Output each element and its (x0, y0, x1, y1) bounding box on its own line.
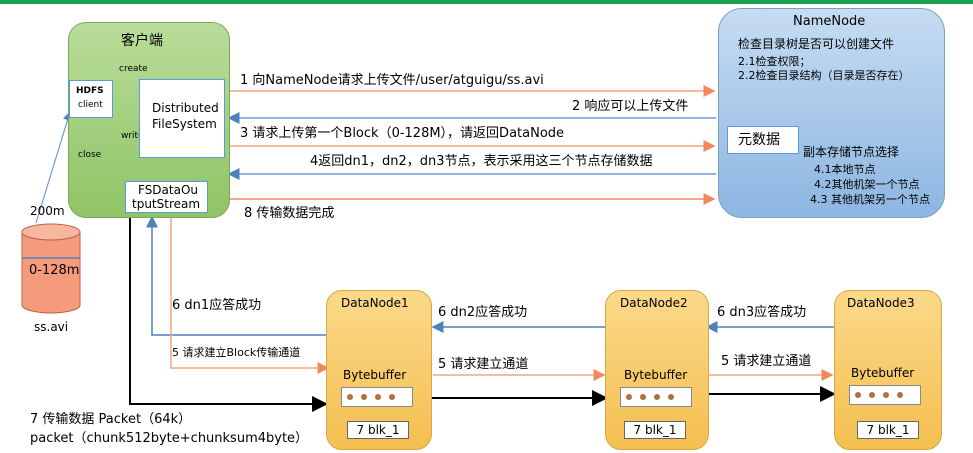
datanode-3: DataNode3 Bytebuffer 7 blk_1 (834, 290, 942, 450)
transfer-label: 7 传输数据 Packet（64k） (30, 412, 192, 427)
datanode-2-block: 7 blk_1 (624, 421, 686, 439)
namenode-check-1: 2.1检查权限； (738, 55, 811, 68)
arrow-ack-dn1 (146, 215, 328, 336)
packet-dot (668, 394, 674, 400)
dfs-line2: FileSystem (152, 117, 217, 131)
packet-dot (897, 392, 903, 398)
fsdataoutputstream-box: FSDataOu tputStream (125, 181, 208, 213)
arrow-req-channel-dn1 (170, 215, 330, 374)
datanode-3-block: 7 blk_1 (857, 421, 919, 439)
packet-dot (869, 392, 875, 398)
top-accent-bar (0, 0, 973, 4)
metadata-label: 元数据 (738, 132, 780, 148)
packet-label: packet（chunk512byte+chunksum4byte） (30, 431, 309, 446)
packet-dot (361, 394, 367, 400)
datanode-2-buffer-label: Bytebuffer (624, 368, 688, 382)
disk-range-label: 0-128m (29, 263, 80, 278)
replica-1: 4.1本地节点 (814, 163, 876, 176)
fsdos-line1: FSDataOu (138, 183, 199, 197)
write-label: write (121, 131, 144, 141)
packet-dot (347, 394, 353, 400)
req-channel-client-label: 5 请求建立Block传输通道 (172, 346, 301, 359)
namenode-box (718, 8, 945, 218)
distributed-filesystem-box: Distributed FileSystem (139, 79, 225, 158)
hdfs-client-box: HDFS client (69, 80, 113, 118)
message-2: 2 响应可以上传文件 (572, 99, 689, 114)
dfs-line1: Distributed (152, 101, 219, 115)
ack-dn3-label: 6 dn3应答成功 (717, 305, 807, 320)
replica-title: 副本存储节点选择 (803, 145, 900, 159)
fsdos-line2: tputStream (132, 197, 201, 211)
datanode-3-name: DataNode3 (847, 296, 915, 310)
datanode-1: DataNode1 Bytebuffer 7 blk_1 (326, 290, 432, 450)
client-title: 客户端 (121, 33, 163, 49)
packet-dot (883, 392, 889, 398)
ack-dn2-label: 6 dn2应答成功 (438, 305, 528, 320)
arrow-disk-client (35, 110, 73, 224)
datanode-2-name: DataNode2 (620, 296, 688, 310)
packet-dot (389, 394, 395, 400)
create-label: create (119, 64, 148, 74)
message-4: 4返回dn1，dn2，dn3节点，表示采用这三个节点存储数据 (310, 154, 653, 169)
datanode-1-bytebuffer (341, 387, 413, 407)
packet-dot (626, 394, 632, 400)
hdfs-client-line2: client (78, 100, 103, 110)
namenode-check: 检查目录树是否可以创建文件 (738, 37, 895, 51)
datanode-1-block: 7 blk_1 (347, 421, 409, 439)
close-label: close (78, 150, 102, 160)
message-8: 8 传输数据完成 (244, 206, 335, 221)
packet-dot (855, 392, 861, 398)
req-channel-dn2-label: 5 请求建立通道 (721, 354, 812, 369)
req-channel-dn1-label: 5 请求建立通道 (438, 357, 529, 372)
replica-3: 4.3 其他机架另一个节点 (810, 193, 930, 206)
datanode-3-bytebuffer (849, 385, 921, 405)
datanode-1-name: DataNode1 (341, 296, 409, 310)
metadata-box: 元数据 (727, 126, 799, 154)
datanode-2: DataNode2 Bytebuffer 7 blk_1 (605, 290, 709, 450)
replica-2: 4.2其他机架一个节点 (814, 178, 920, 191)
disk-cylinder (21, 223, 81, 314)
arrow-transfer-packet (129, 212, 328, 412)
disk-size-label: 200m (30, 204, 65, 218)
datanode-2-bytebuffer (620, 387, 692, 407)
datanode-3-buffer-label: Bytebuffer (851, 366, 915, 380)
message-1: 1 向NameNode请求上传文件/user/atguigu/ss.avi (240, 73, 544, 88)
packet-dot (375, 394, 381, 400)
file-label: ss.avi (34, 320, 69, 334)
hdfs-client-line1: HDFS (76, 86, 104, 96)
message-3: 3 请求上传第一个Block（0-128M），请返回DataNode (240, 126, 565, 141)
datanode-1-buffer-label: Bytebuffer (343, 368, 407, 382)
ack-dn1-label: 6 dn1应答成功 (172, 298, 262, 313)
namenode-check-2: 2.2检查目录结构（目录是否存在） (738, 69, 910, 82)
namenode-title: NameNode (793, 14, 866, 29)
packet-dot (640, 394, 646, 400)
packet-dot (654, 394, 660, 400)
